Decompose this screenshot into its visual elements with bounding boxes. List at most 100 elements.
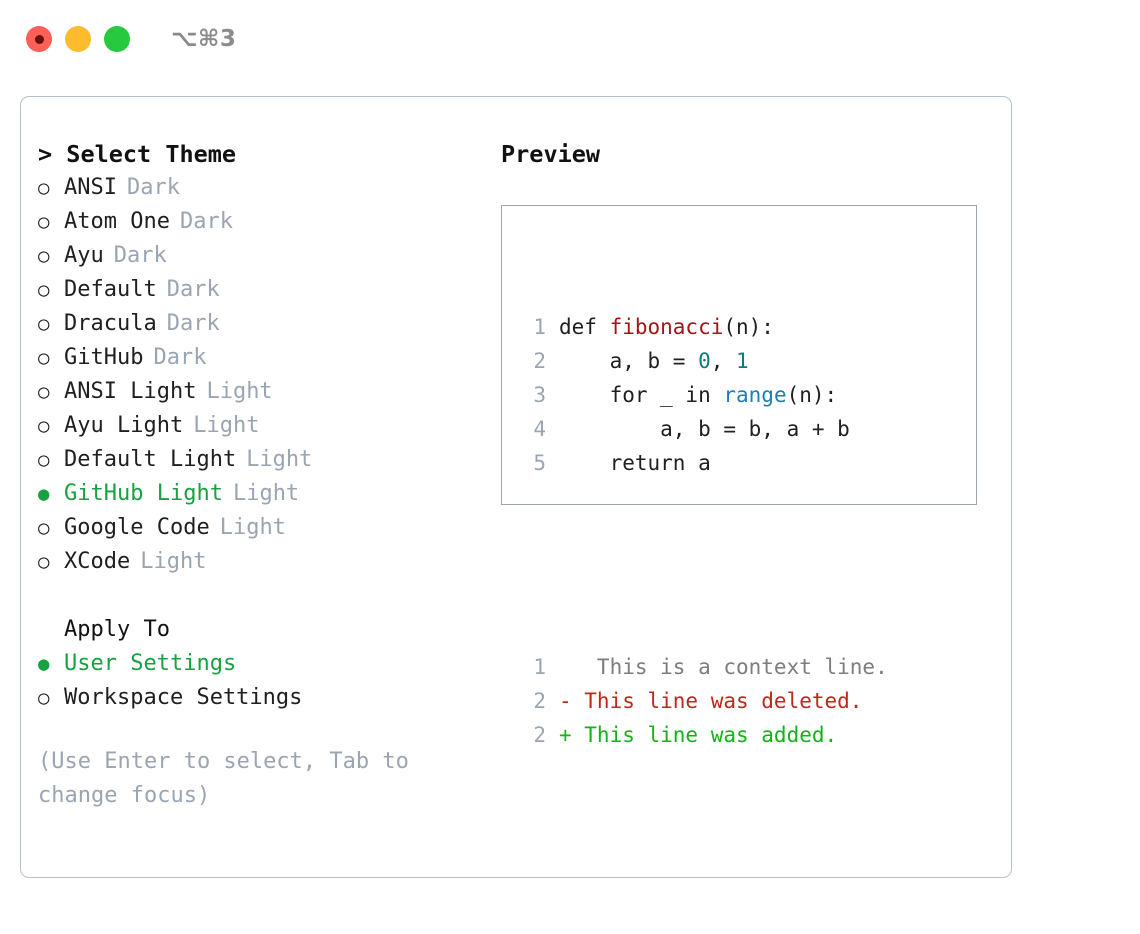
code-token: def (559, 315, 610, 339)
theme-option-default[interactable]: ○ Default Dark (38, 273, 478, 307)
code-line-content: for _ in range(n): (559, 378, 838, 412)
theme-option-label: Atom One (64, 209, 170, 234)
theme-option-label: Ayu Light (64, 413, 184, 438)
preview-header: Preview (501, 140, 601, 168)
theme-option-ayu[interactable]: ○ Ayu Dark (38, 239, 478, 273)
radio-unselected-icon: ○ (38, 347, 50, 369)
theme-variant-tag: Light (206, 379, 273, 404)
title-bar: ⌥⌘3 (0, 0, 1140, 78)
code-line-content: a, b = 0, 1 (559, 344, 749, 378)
maximize-button[interactable] (104, 26, 130, 52)
window-controls (26, 26, 130, 52)
apply-to-option-label: Workspace Settings (64, 685, 303, 710)
theme-variant-tag: Light (232, 481, 300, 506)
theme-option-label: Default (64, 277, 157, 302)
line-number: 4 (533, 417, 546, 441)
radio-unselected-icon: ○ (38, 279, 50, 301)
code-token: , (710, 349, 737, 373)
radio-unselected-icon: ○ (38, 415, 50, 437)
theme-option-label: XCode (64, 549, 131, 574)
diff-line-content: + This line was added. (559, 723, 838, 747)
theme-variant-tag: Dark (113, 243, 167, 268)
code-token: (n): (723, 315, 774, 339)
code-token: a, b = (559, 349, 699, 373)
theme-option-xcode[interactable]: ○ XCode Light (38, 545, 478, 579)
minimize-button[interactable] (65, 26, 91, 52)
theme-option-atom-one[interactable]: ○ Atom One Dark (38, 205, 478, 239)
keyboard-shortcut-label: ⌥⌘3 (171, 26, 237, 52)
code-line-content: a, b = b, a + b (559, 412, 850, 446)
code-token: (n): (786, 383, 838, 407)
theme-variant-tag: Light (140, 549, 207, 574)
line-number: 2 (533, 689, 546, 713)
code-line-content: def fibonacci(n): (559, 310, 774, 344)
code-line: 4 a, b = b, a + b (520, 412, 976, 446)
theme-option-label: Dracula (64, 311, 157, 336)
theme-option-label: Google Code (64, 515, 210, 540)
apply-to-header: ○ Apply To (38, 613, 478, 647)
radio-unselected-icon: ○ (38, 245, 50, 267)
diff-line-ctx: 1 This is a context line. (520, 650, 976, 684)
apply-to-option-list[interactable]: ● User Settings ○ Workspace Settings (38, 647, 478, 715)
radio-unselected-icon: ○ (38, 551, 50, 573)
line-number: 1 (533, 315, 546, 339)
theme-option-label: Default Light (64, 447, 237, 472)
radio-selected-icon: ● (38, 653, 50, 675)
line-number: 5 (533, 451, 546, 475)
line-number: 1 (533, 655, 546, 679)
select-theme-header: > Select Theme (38, 140, 237, 168)
theme-option-google-code[interactable]: ○ Google Code Light (38, 511, 478, 545)
code-line: 3 for _ in range(n): (520, 378, 976, 412)
list-spacer (38, 579, 478, 613)
code-token: range (723, 383, 787, 407)
theme-option-label: Ayu (64, 243, 104, 268)
code-token: fibonacci (609, 315, 724, 339)
diff-line-content: - This line was deleted. (559, 689, 863, 713)
theme-variant-tag: Dark (166, 277, 220, 302)
theme-variant-tag: Dark (179, 209, 233, 234)
radio-unselected-icon: ○ (38, 517, 50, 539)
code-token: 0 (698, 349, 711, 373)
theme-variant-tag: Dark (166, 311, 220, 336)
theme-option-label: GitHub Light (64, 481, 223, 506)
theme-option-ayu-light[interactable]: ○ Ayu Light Light (38, 409, 478, 443)
code-token: return a (559, 451, 711, 475)
radio-unselected-icon: ○ (38, 449, 50, 471)
radio-unselected-icon: ○ (38, 687, 50, 709)
code-diff-gap (520, 548, 976, 582)
theme-variant-tag: Light (193, 413, 260, 438)
code-line: 1 def fibonacci(n): (520, 310, 976, 344)
recording-dot-icon (34, 34, 44, 44)
code-line-content: return a (559, 446, 711, 480)
code-token: for _ in (559, 383, 724, 407)
keyboard-hint-text: (Use Enter to select, Tab to change focu… (38, 749, 423, 808)
line-number: 2 (533, 349, 546, 373)
close-button[interactable] (26, 26, 52, 52)
theme-variant-tag: Dark (153, 345, 207, 370)
radio-unselected-icon: ○ (38, 381, 50, 403)
line-number: 2 (533, 723, 546, 747)
apply-to-label: Apply To (64, 617, 170, 642)
diff-block: 1 This is a context line. 2 - This line wa… (520, 650, 976, 752)
radio-unselected-icon: ○ (38, 211, 50, 233)
apply-to-option-label: User Settings (64, 651, 237, 676)
apply-to-option-workspace-settings[interactable]: ○ Workspace Settings (38, 681, 478, 715)
theme-variant-tag: Dark (126, 175, 180, 200)
apply-to-option-user-settings[interactable]: ● User Settings (38, 647, 478, 681)
code-token: 1 (736, 349, 749, 373)
code-line: 5 return a (520, 446, 976, 480)
code-token: a, b = b, a + b (559, 417, 850, 441)
theme-variant-tag: Light (219, 515, 286, 540)
